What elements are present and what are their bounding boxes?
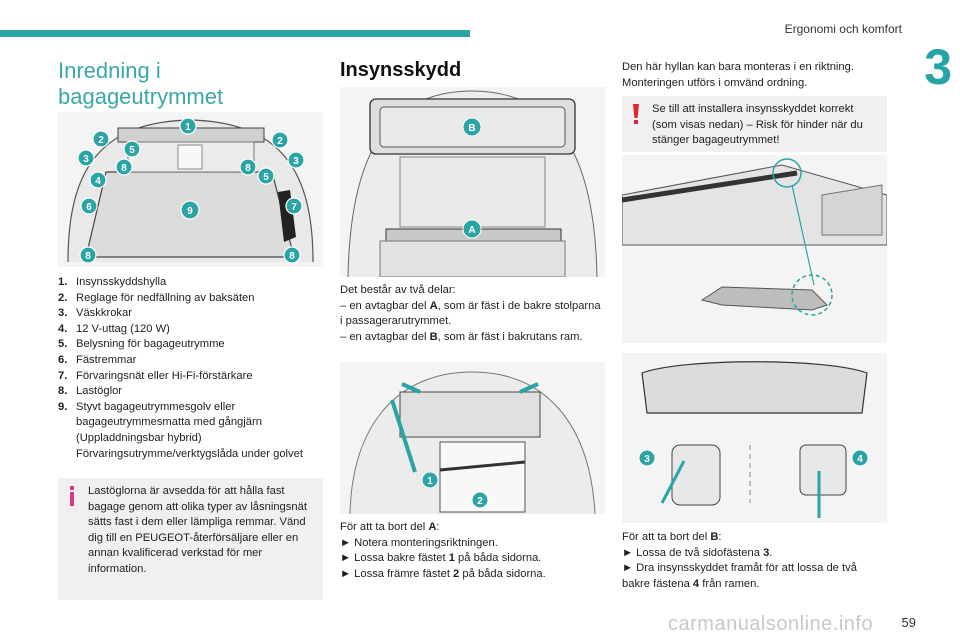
trunk-label: 2 [98, 135, 104, 146]
trunk-callout [283, 246, 301, 264]
info-box: Lastöglorna är avsedda för att hålla fas… [58, 478, 323, 600]
list-item: 7.Förvaringsnät eller Hi-Fi-förstärkare [58, 369, 253, 382]
fastener-3-label: 3 [644, 454, 650, 465]
trunk-label: 9 [187, 206, 193, 217]
trunk-callout [179, 117, 197, 135]
trunk-label: 1 [185, 122, 191, 133]
part-b-callout [462, 117, 482, 137]
trunk-figure: 1 2 2 3 3 4 5 5 6 7 8 8 8 8 9 [58, 112, 323, 267]
trunk-callout [285, 197, 303, 215]
warning-box: Se till att installera insynsskyddet kor… [622, 96, 887, 152]
cover-description: Det består av två delar: – en avtagbar d… [340, 284, 601, 343]
trunk-label: 6 [86, 202, 92, 213]
fastener-4-label: 4 [857, 454, 863, 465]
fastener-3-callout [638, 449, 656, 467]
trunk-callout [239, 158, 257, 176]
column-interior: Inredning i bagageutrymmet [58, 58, 323, 110]
trunk-callout [271, 131, 289, 149]
section-heading: Insynsskydd [340, 59, 462, 81]
warning-icon [633, 104, 639, 124]
list-item: 8.Lastöglor [58, 385, 123, 398]
trunk-callout [287, 151, 305, 169]
page-title: Inredning i bagageutrymmet [58, 58, 224, 109]
remove-b-figure: 3 4 [622, 353, 887, 523]
trunk-label: 5 [263, 172, 269, 183]
info-text: Lastöglorna är avsedda för att hålla fas… [88, 485, 307, 575]
list-item: 1.Insynsskyddshylla [58, 276, 167, 288]
trunk-label: 8 [85, 251, 91, 262]
list-item: 2.Reglage för nedfällning av baksäten [58, 291, 255, 304]
trunk-callout [77, 149, 95, 167]
clip-1-label: 1 [427, 476, 433, 487]
trunk-callout [115, 158, 133, 176]
component-list: 1.Insynsskyddshylla 2.Reglage för nedfäl… [58, 275, 326, 462]
trunk-callout [92, 130, 110, 148]
list-item: 3.Väskkrokar [58, 307, 132, 320]
clip-2-callout [471, 491, 489, 509]
info-icon [70, 486, 74, 506]
header-accent-bar [0, 30, 470, 37]
page-number: 59 [901, 615, 916, 630]
trunk-label: 8 [289, 251, 295, 262]
clip-2-label: 2 [477, 496, 483, 507]
part-a-label: A [468, 225, 475, 236]
trunk-callout [123, 140, 141, 158]
watermark: carmanualsonline.info [668, 613, 874, 635]
list-item: 6.Fästremmar [58, 353, 137, 366]
trunk-label: 5 [129, 145, 135, 156]
trunk-label: 2 [277, 136, 283, 147]
trunk-callout [89, 171, 107, 189]
remove-a-figure: 1 2 [340, 362, 605, 514]
correct-mounting-figure [622, 155, 887, 343]
list-item: 5.Belysning för bagageutrymme [58, 338, 225, 351]
rear-illustration: 3 4 [622, 353, 887, 523]
trunk-label: 8 [245, 163, 251, 174]
trunk-label: 4 [95, 176, 101, 187]
section-title: Ergonomi och komfort [784, 22, 902, 36]
trunk-label: 8 [121, 163, 127, 174]
cover-illustration: B A [340, 87, 605, 277]
remove-a-steps: För att ta bort del A: ► Notera monterin… [340, 521, 546, 580]
list-item: 9.Styvt bagageutrymmesgolv eller bagageu… [58, 400, 303, 460]
trunk-callout [180, 200, 200, 220]
trunk-illustration: 1 2 2 3 3 4 5 5 6 7 8 8 8 8 9 [58, 112, 323, 267]
cover-parts-figure: B A [340, 87, 605, 277]
fastener-4-callout [851, 449, 869, 467]
trunk-callout [79, 246, 97, 264]
trunk-label: 7 [291, 202, 297, 213]
mounting-note: Den här hyllan kan bara monteras i en ri… [622, 61, 854, 89]
part-a-callout [462, 219, 482, 239]
chapter-number: 3 [924, 39, 952, 95]
clip-1-callout [421, 471, 439, 489]
trunk-label: 3 [293, 156, 299, 167]
column-cover: Insynsskydd [340, 58, 605, 82]
part-b-label: B [468, 123, 475, 134]
list-item: 4.12 V-uttag (120 W) [58, 322, 170, 335]
trunk-callout [257, 167, 275, 185]
trunk-label: 3 [83, 154, 89, 165]
mounting-illustration [622, 155, 887, 343]
remove-b-steps: För att ta bort del B: ► Lossa de två si… [622, 531, 857, 590]
trunk-callout [80, 197, 98, 215]
warning-text: Se till att installera insynsskyddet kor… [652, 103, 863, 147]
clips-illustration: 1 2 [340, 362, 605, 514]
